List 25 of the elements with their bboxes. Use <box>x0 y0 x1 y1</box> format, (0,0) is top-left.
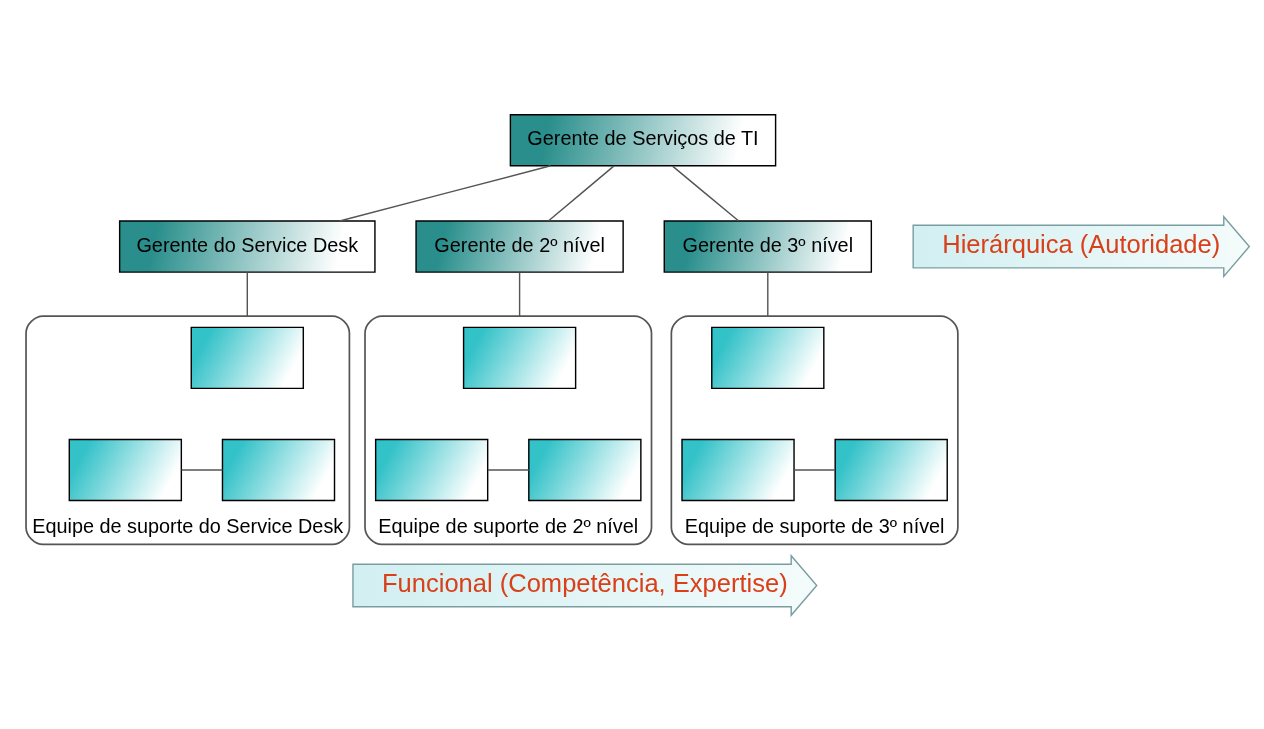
node-box <box>711 326 825 389</box>
connector <box>339 164 552 222</box>
connector <box>671 164 740 221</box>
connector <box>246 271 248 317</box>
node-box <box>528 438 642 501</box>
node-box <box>462 326 577 389</box>
connector <box>793 468 836 471</box>
connector <box>547 164 615 221</box>
cluster: Equipe de suporte de 3º nível <box>670 314 959 545</box>
node-box: Gerente de 3º nível <box>663 219 873 273</box>
node-box <box>190 326 304 389</box>
connector <box>180 468 224 471</box>
connector <box>767 271 769 317</box>
node-box <box>68 438 183 501</box>
node-box <box>221 438 336 501</box>
node-box <box>834 438 948 501</box>
node-box: Gerente do Service Desk <box>118 219 376 273</box>
cluster: Equipe de suporte do Service Desk <box>25 314 351 545</box>
connector <box>518 271 521 317</box>
node-box <box>681 438 795 501</box>
node-box <box>374 438 489 501</box>
cluster: Equipe de suporte de 2º nível <box>364 314 653 545</box>
node-box: Gerente de 2º nível <box>415 219 624 273</box>
node-box: Gerente de Serviços de TI <box>509 113 777 166</box>
connector <box>487 468 530 471</box>
